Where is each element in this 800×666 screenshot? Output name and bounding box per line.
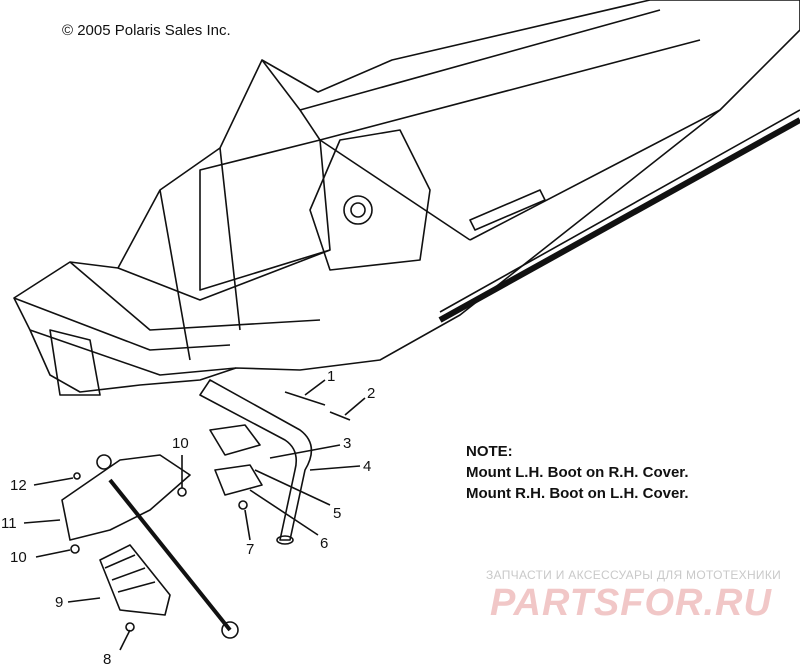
boot-rib (104, 554, 136, 569)
cross-beam-2 (29, 329, 237, 376)
callout-4: 4 (363, 458, 371, 475)
leader-6 (249, 489, 319, 536)
callout-5: 5 (333, 505, 341, 522)
tunnel-inner-panel (199, 139, 331, 291)
watermark-tagline: ЗАПЧАСТИ И АКСЕССУАРЫ ДЛЯ МОТОТЕХНИКИ (486, 568, 782, 582)
bolt-10-top (177, 487, 187, 497)
leader-2 (344, 397, 366, 416)
callout-8: 8 (103, 651, 111, 666)
callout-1: 1 (327, 368, 335, 385)
rear-rail-edge (439, 109, 800, 313)
leader-12 (33, 477, 74, 486)
lower-clamp (214, 464, 263, 496)
leader-9 (67, 597, 101, 603)
rear-rail (438, 117, 800, 323)
post-tube (199, 379, 313, 541)
post-tube-end (276, 535, 294, 545)
bearing-hole (343, 195, 373, 225)
leader-3 (269, 444, 341, 459)
upper-clamp (209, 424, 261, 456)
bearing-hole-inner (350, 202, 366, 218)
bolt-12 (73, 472, 81, 480)
leader-11 (23, 519, 61, 524)
side-plate (309, 129, 431, 271)
tunnel-top-rail (261, 9, 661, 111)
note-line-1: Mount L.H. Boot on R.H. Cover. (466, 464, 689, 481)
callout-10-top: 10 (172, 435, 189, 452)
leader-4 (309, 465, 361, 471)
nut-7 (238, 500, 248, 510)
copyright-text: © 2005 Polaris Sales Inc. (62, 22, 231, 39)
floor-line-2 (69, 261, 321, 331)
callout-11: 11 (1, 515, 17, 532)
front-bulkhead-2 (219, 147, 241, 331)
washer-8 (125, 622, 135, 632)
callout-3: 3 (343, 435, 351, 452)
pin (284, 391, 326, 406)
front-bulkhead (159, 189, 191, 361)
tie-rod (108, 478, 232, 632)
leader-7 (244, 509, 251, 541)
boot-rib-3 (117, 581, 156, 593)
boot-rib-2 (111, 567, 146, 581)
callout-9: 9 (55, 594, 63, 611)
bolt-10-left (70, 544, 80, 554)
leader-1 (304, 379, 326, 396)
leader-5 (254, 469, 331, 506)
cover (61, 454, 191, 541)
watermark-logo: PARTSFOR.RU (490, 582, 772, 624)
note-line-2: Mount R.H. Boot on L.H. Cover. (466, 485, 689, 502)
boot (99, 544, 171, 616)
tie-rod-end (221, 621, 239, 639)
callout-10-left: 10 (10, 549, 27, 566)
callout-7: 7 (246, 541, 254, 558)
front-mount (49, 329, 101, 396)
note-title: NOTE: (466, 443, 513, 460)
cover-stud (96, 454, 112, 470)
tunnel-outline (13, 0, 800, 393)
callout-6: 6 (320, 535, 328, 552)
leader-8 (119, 629, 131, 651)
floor-line (117, 249, 331, 301)
leader-10-left (35, 549, 71, 558)
slot (469, 189, 546, 231)
tunnel-rail-3 (319, 139, 471, 241)
callout-12: 12 (10, 477, 27, 494)
cross-beam (13, 297, 231, 351)
callout-2: 2 (367, 385, 375, 402)
cotter-pin (329, 411, 351, 421)
mounting-note: NOTE: Mount L.H. Boot on R.H. Cover. Mou… (466, 441, 688, 504)
side-panel-edge (469, 109, 721, 241)
